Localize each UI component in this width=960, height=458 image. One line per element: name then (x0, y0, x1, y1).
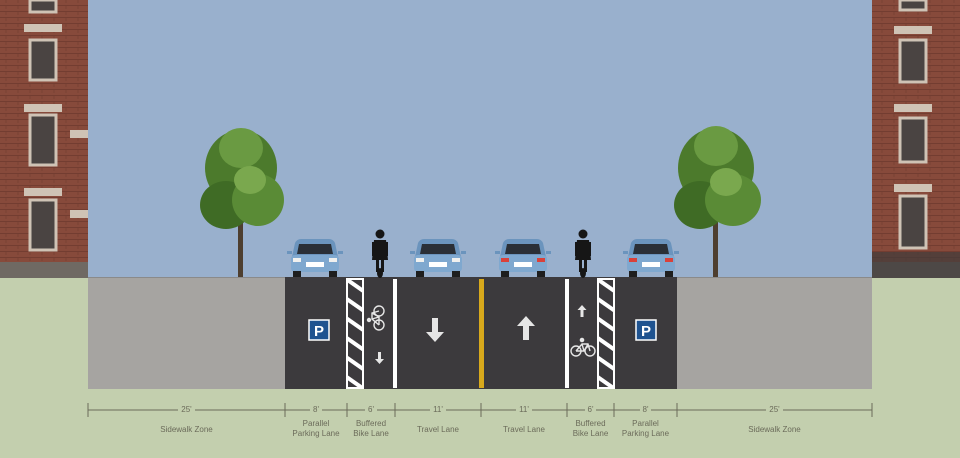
parking-sign-right-letter: P (641, 323, 651, 340)
segment-name: Buffered Bike Lane (572, 419, 609, 438)
lane-line-right (565, 279, 569, 388)
tree-right (674, 126, 761, 277)
building-right (872, 0, 960, 278)
cyclist-left (372, 229, 388, 278)
center-line (479, 279, 484, 388)
segment-bike-left: 6' Buffered Bike Lane (347, 405, 395, 439)
segment-name: Sidewalk Zone (160, 425, 213, 434)
sidewalk-left (88, 277, 285, 389)
segment-width: 8' (310, 405, 322, 415)
segment-name: Sidewalk Zone (748, 425, 801, 434)
building-left (0, 0, 88, 278)
bicycle-icon-left (366, 305, 385, 331)
segment-name: Parallel Parking Lane (621, 419, 670, 438)
parking-sign-left: P (308, 319, 330, 341)
bike-buffer-right (597, 278, 615, 389)
segment-name: Buffered Bike Lane (353, 419, 389, 438)
segment-sidewalk-left: 25' Sidewalk Zone (88, 405, 285, 435)
arrow-down-icon (426, 318, 444, 342)
car-parked-right (623, 239, 679, 277)
bike-arrow-up-icon (577, 305, 587, 317)
segment-width: 11' (430, 405, 446, 415)
segment-parking-left: 8' Parallel Parking Lane (285, 405, 347, 439)
segment-width: 6' (584, 405, 597, 415)
sky (0, 0, 960, 280)
dimension-line (87, 403, 873, 417)
segment-width: 25' (178, 405, 195, 415)
segment-width: 25' (766, 405, 783, 415)
segment-name: Travel Lane (417, 425, 459, 434)
segment-width: 11' (516, 405, 532, 415)
segment-width: 6' (365, 405, 377, 415)
segment-width: 8' (639, 405, 652, 415)
segment-name: Parallel Parking Lane (292, 419, 340, 438)
bicycle-icon-right (570, 337, 596, 357)
segment-parking-right: 8' Parallel Parking Lane (614, 405, 677, 439)
parking-sign-right: P (635, 319, 657, 341)
car-travel-left (410, 239, 466, 277)
bike-arrow-down-icon (375, 352, 384, 364)
sidewalk-right (677, 277, 872, 389)
segment-travel-right: 11' Travel Lane (481, 405, 567, 435)
bike-buffer-left (346, 278, 364, 389)
segment-name: Travel Lane (503, 425, 545, 434)
tree-left (200, 128, 284, 277)
arrow-up-icon (517, 316, 535, 340)
lane-line-left (393, 279, 397, 388)
car-parked-left (287, 239, 343, 277)
cyclist-right (575, 229, 591, 278)
segment-sidewalk-right: 25' Sidewalk Zone (677, 405, 872, 435)
segment-travel-left: 11' Travel Lane (395, 405, 481, 435)
car-travel-right (495, 239, 551, 277)
segment-bike-right: 6' Buffered Bike Lane (567, 405, 614, 439)
parking-sign-left-letter: P (314, 323, 324, 340)
